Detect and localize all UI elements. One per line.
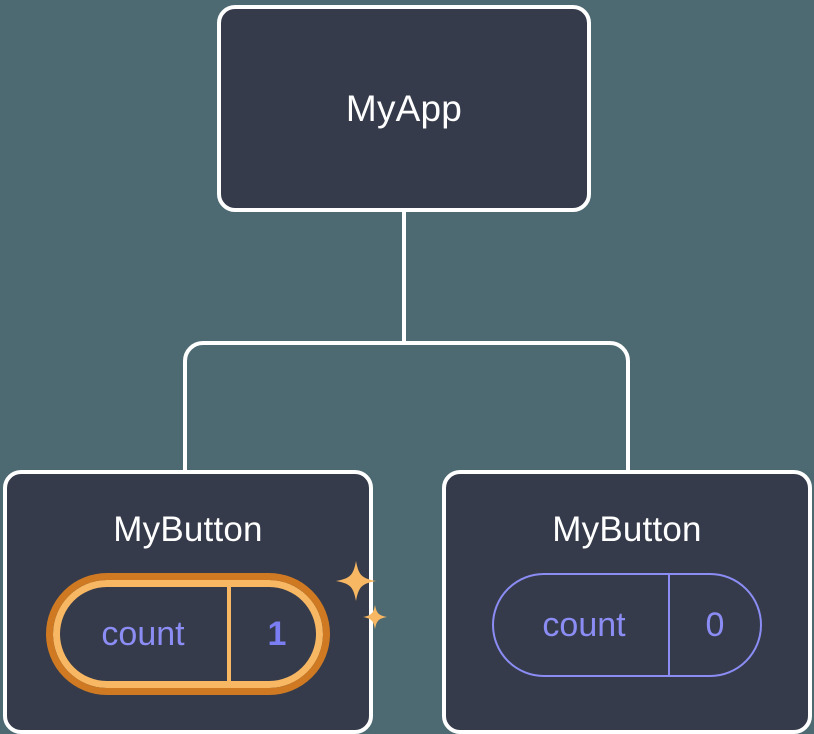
state-value: 1 bbox=[267, 615, 287, 653]
sparkle-large-icon bbox=[336, 561, 376, 601]
state-pill-wrapper: count 1 bbox=[46, 561, 387, 695]
state-key: count bbox=[101, 615, 185, 653]
component-node-mybutton-right[interactable]: MyButton count 0 bbox=[442, 470, 812, 734]
state-pill-wrapper: count 0 bbox=[492, 573, 762, 677]
state-pill-highlighted[interactable]: count 1 bbox=[46, 573, 330, 695]
component-title: MyButton bbox=[113, 510, 263, 549]
component-node-myapp[interactable]: MyApp bbox=[217, 5, 591, 212]
component-title: MyApp bbox=[345, 88, 463, 129]
state-key: count bbox=[542, 606, 626, 644]
state-pill-divider bbox=[668, 575, 670, 675]
component-node-mybutton-left[interactable]: MyButton count 1 bbox=[3, 470, 387, 734]
state-pill-plain[interactable]: count 0 bbox=[492, 573, 762, 677]
component-title: MyButton bbox=[552, 510, 702, 549]
sparkle-small-icon bbox=[363, 605, 387, 629]
connector-branch-left bbox=[183, 341, 404, 470]
connector-branch-right bbox=[404, 341, 630, 470]
sparkle-group bbox=[336, 561, 387, 629]
state-pill-divider bbox=[227, 587, 231, 681]
state-value: 0 bbox=[705, 606, 725, 644]
